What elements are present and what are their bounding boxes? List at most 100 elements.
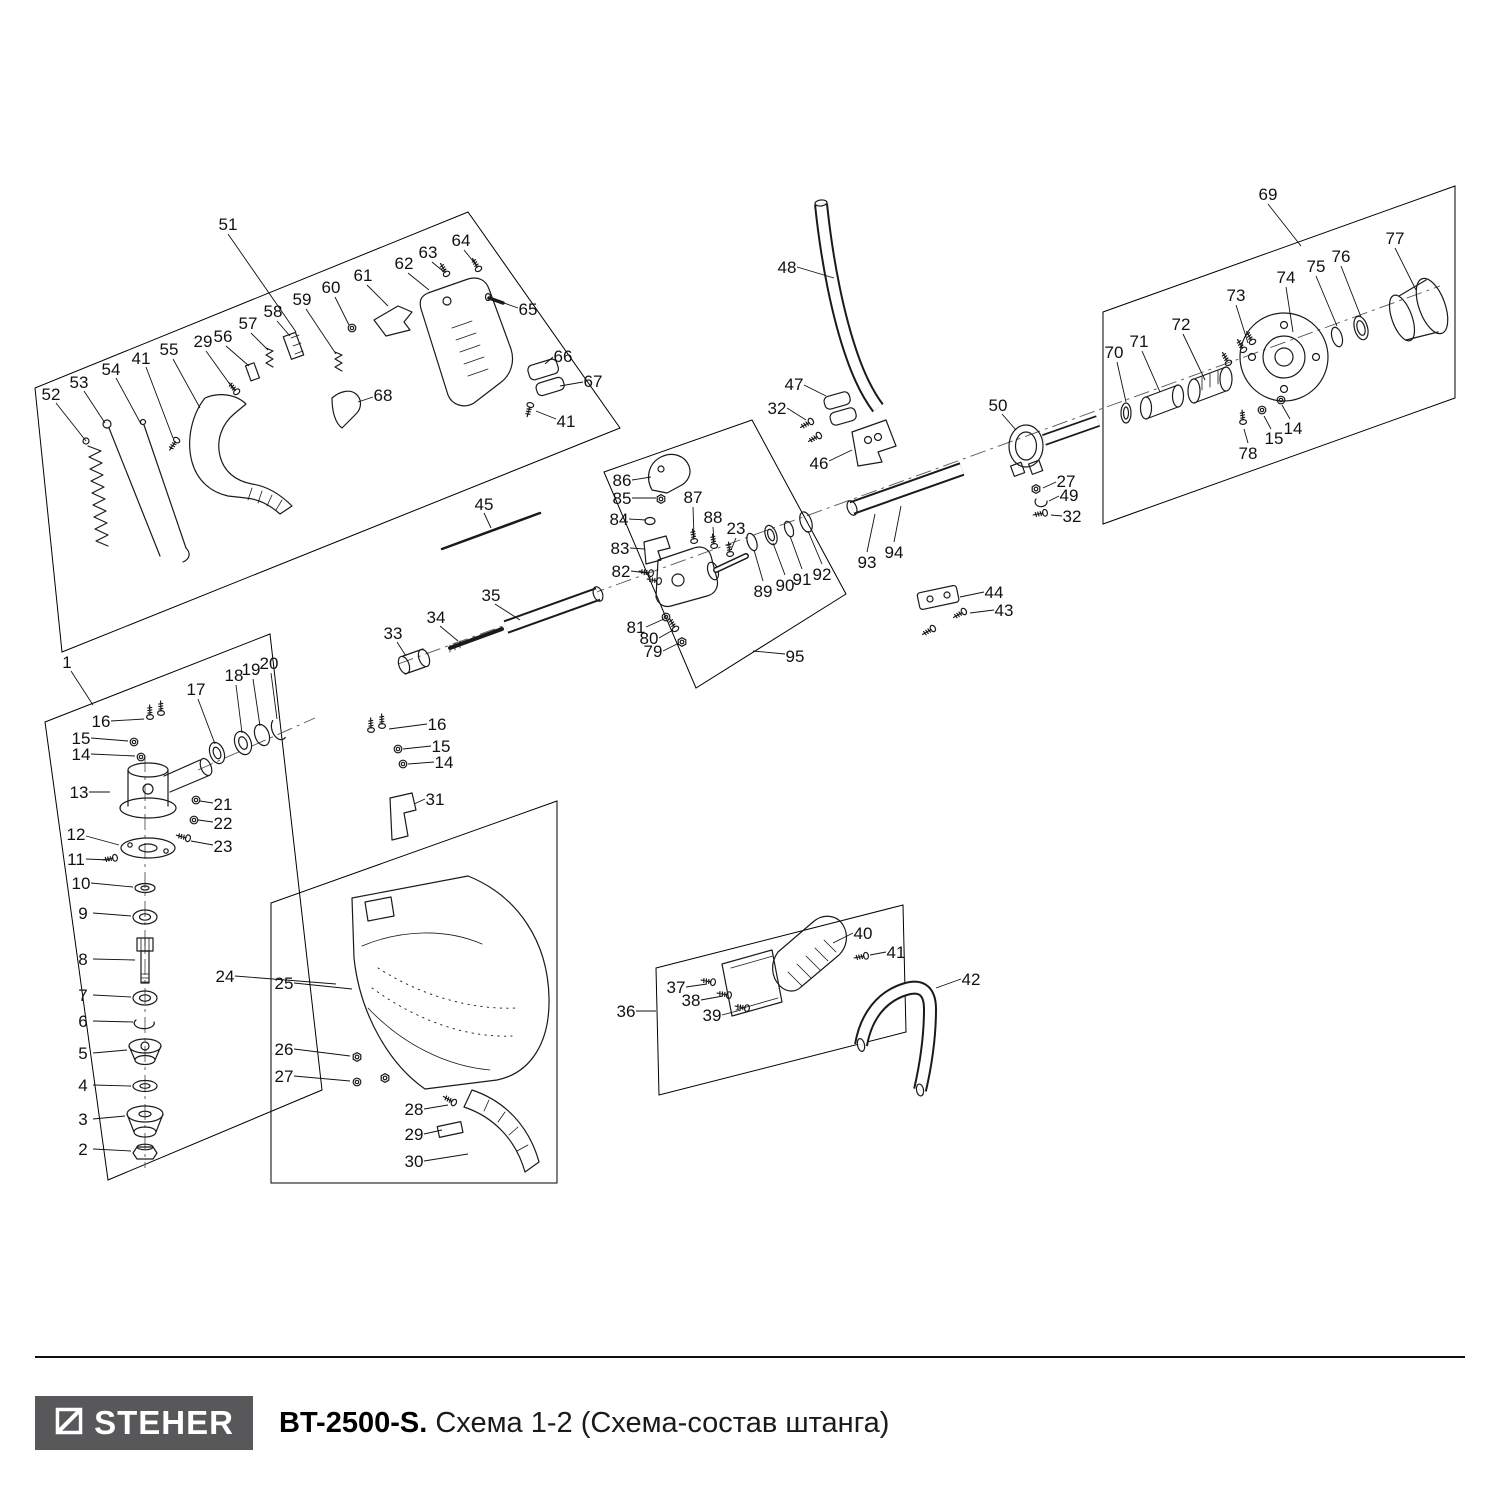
leader-line-38 <box>700 995 724 1001</box>
part-label-80: 80 <box>640 629 659 648</box>
leader-line-10 <box>90 882 134 888</box>
screw-78 <box>1238 409 1248 426</box>
leader-line-4 <box>92 1084 132 1087</box>
cable-54 <box>143 424 187 549</box>
part-labels: 5163646261605958575629554154535265666768… <box>42 185 1417 1171</box>
plate-29 <box>436 1121 464 1138</box>
leader-line-27 <box>1042 481 1057 489</box>
steher-logo-icon <box>54 1406 84 1441</box>
part-label-41: 41 <box>557 412 576 431</box>
leader-line-60 <box>334 296 350 326</box>
bushing-71 <box>1139 396 1153 420</box>
ring-19 <box>253 723 271 747</box>
steher-logo: STEHER <box>35 1396 253 1450</box>
rod-45 <box>440 511 542 551</box>
part-label-86: 86 <box>613 471 632 490</box>
part-label-83: 83 <box>611 539 630 558</box>
leader-line-19 <box>252 678 261 727</box>
leader-line-73 <box>1235 304 1249 344</box>
leader-line-51 <box>227 233 297 333</box>
leader-line-3 <box>92 1115 126 1120</box>
leader-line-66 <box>544 356 554 365</box>
leader-line-67 <box>559 381 584 387</box>
part-label-23: 23 <box>214 837 233 856</box>
leader-line-41 <box>145 366 174 439</box>
part-label-95: 95 <box>786 647 805 666</box>
swivel-housing <box>655 546 719 608</box>
leader-line-24 <box>234 975 337 985</box>
washer-14 <box>1276 395 1286 405</box>
bearing-9 <box>132 909 158 925</box>
part-label-22: 22 <box>214 814 233 833</box>
leader-line-31 <box>413 798 426 805</box>
part-label-37: 37 <box>667 978 686 997</box>
part-label-15: 15 <box>72 729 91 748</box>
leader-line-93 <box>866 513 876 553</box>
bearing-17 <box>208 741 226 765</box>
part-label-44: 44 <box>985 583 1004 602</box>
part-label-60: 60 <box>322 278 341 297</box>
leader-line-17 <box>197 698 216 745</box>
part-label-41: 41 <box>887 943 906 962</box>
screw-16 <box>145 704 155 721</box>
screw-32 <box>798 416 816 432</box>
spring-59 <box>334 351 343 372</box>
guard-shield-25 <box>351 875 550 1090</box>
leader-line-89 <box>753 549 764 582</box>
part-label-50: 50 <box>989 396 1008 415</box>
screw-41 <box>166 435 182 453</box>
footer: STEHER BT-2500-S. Схема 1-2 (Схема-соста… <box>35 1356 1465 1450</box>
part-label-25: 25 <box>275 974 294 993</box>
leader-line-14 <box>1281 404 1291 420</box>
cable-end-53 <box>102 419 112 429</box>
washer-4 <box>132 1079 158 1093</box>
clutch-bell-74 <box>1239 312 1329 402</box>
leader-line-88 <box>712 526 715 543</box>
part-label-10: 10 <box>72 874 91 893</box>
leader-line-65 <box>503 302 519 309</box>
flange-12 <box>120 837 176 859</box>
part-label-13: 13 <box>70 783 89 802</box>
part-label-59: 59 <box>293 290 312 309</box>
leader-line-75 <box>1315 275 1338 327</box>
nut-26 <box>352 1051 362 1063</box>
part-label-78: 78 <box>1239 444 1258 463</box>
leader-line-41 <box>869 951 887 956</box>
leader-line-16 <box>110 718 145 722</box>
part-label-40: 40 <box>854 924 873 943</box>
screw-28 <box>441 1092 459 1108</box>
screw-16b <box>366 717 376 734</box>
part-label-75: 75 <box>1307 257 1326 276</box>
part-label-19: 19 <box>242 660 261 679</box>
leader-line-32 <box>786 407 807 421</box>
part-label-32: 32 <box>1063 507 1082 526</box>
flex-shaft-34 <box>448 627 504 650</box>
leader-line-45 <box>483 512 492 529</box>
clamp-66 <box>527 358 560 381</box>
part-56 <box>244 362 261 382</box>
leader-line-35 <box>494 603 521 621</box>
leader-line-79 <box>662 642 680 652</box>
leader-line-34 <box>439 625 459 642</box>
part-label-14: 14 <box>435 753 454 772</box>
part-label-47: 47 <box>785 375 804 394</box>
part-label-93: 93 <box>858 553 877 572</box>
leader-line-33 <box>396 641 407 657</box>
part-label-24: 24 <box>216 967 235 986</box>
leader-line-15 <box>90 737 129 742</box>
part-label-3: 3 <box>78 1110 87 1129</box>
circlip-20 <box>270 720 286 741</box>
part-label-17: 17 <box>187 680 206 699</box>
leader-line-49 <box>1048 495 1060 502</box>
part-label-28: 28 <box>405 1100 424 1119</box>
part-label-55: 55 <box>160 340 179 359</box>
leader-line-25 <box>293 982 353 990</box>
circlip-6 <box>133 1019 155 1030</box>
grip-bracket-38 <box>721 949 783 1017</box>
leader-line-54 <box>115 377 142 425</box>
part-label-27: 27 <box>275 1067 294 1086</box>
part-label-76: 76 <box>1332 247 1351 266</box>
part-label-92: 92 <box>813 565 832 584</box>
leader-line-6 <box>92 1020 134 1023</box>
leader-line-29 <box>423 1129 443 1135</box>
